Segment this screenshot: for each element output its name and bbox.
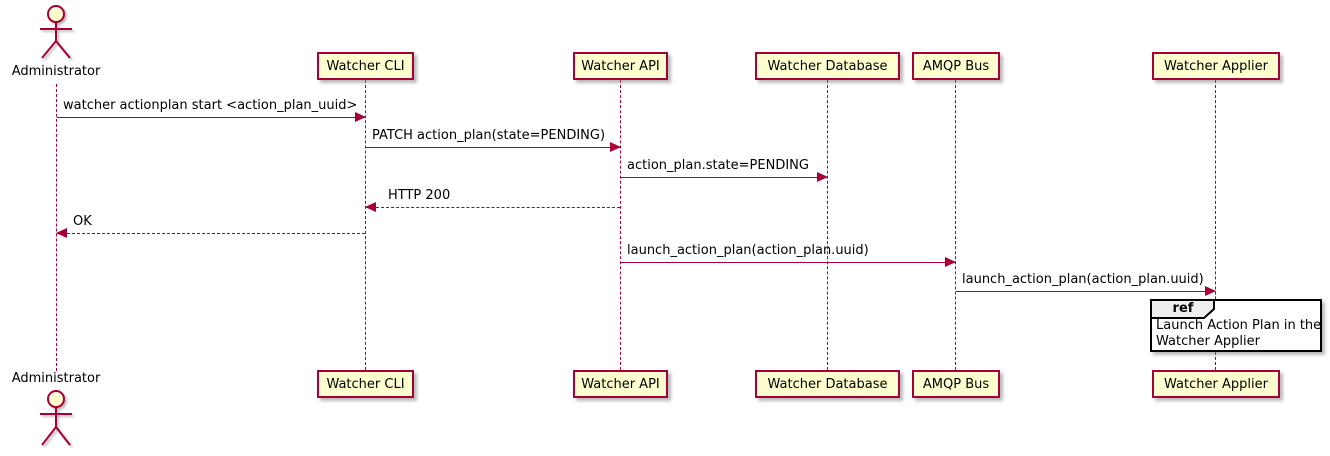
arrowhead-icon [56,228,67,238]
participant-amqp-bus-bottom: AMQP Bus [912,370,1000,398]
lifeline-watcher-database [827,80,828,370]
ref-tab-icon [1150,299,1215,319]
ref-text: Launch Action Plan in the Watcher Applie… [1156,318,1322,350]
participant-label: AMQP Bus [922,58,990,74]
participant-label: Watcher CLI [326,376,405,392]
message-line [621,262,955,263]
arrowhead-icon [355,112,366,122]
message-label: HTTP 200 [388,188,451,203]
participant-label: Watcher Applier [1164,58,1268,74]
participant-watcher-api-bottom: Watcher API [573,370,668,398]
participant-label: Watcher API [581,376,660,392]
participant-label: Watcher CLI [326,58,405,74]
lifeline-administrator [56,84,57,371]
arrowhead-icon [365,202,376,212]
participant-watcher-cli-bottom: Watcher CLI [317,370,414,398]
participant-label: AMQP Bus [922,376,990,392]
actor-label-bottom: Administrator [11,371,101,386]
lifeline-watcher-applier [1215,80,1216,370]
message-line [956,291,1215,292]
participant-watcher-applier-top: Watcher Applier [1152,52,1280,80]
message-line [57,233,365,234]
message-label: watcher actionplan start <action_plan_uu… [63,98,358,113]
message-line [366,147,620,148]
participant-label: Watcher Database [767,58,888,74]
arrowhead-icon [817,172,828,182]
message-label: OK [73,214,92,229]
lifeline-watcher-cli [365,80,366,370]
arrowhead-icon [610,142,621,152]
message-label: launch_action_plan(action_plan.uuid) [962,272,1204,287]
lifeline-amqp-bus [955,80,956,370]
message-line [621,177,827,178]
message-line [57,117,365,118]
message-label: launch_action_plan(action_plan.uuid) [627,243,869,258]
ref-text-line-2: Watcher Applier [1156,334,1260,349]
participant-label: Watcher Applier [1164,376,1268,392]
ref-text-line-1: Launch Action Plan in the [1156,318,1322,333]
ref-keyword: ref [1172,301,1194,316]
message-label: action_plan.state=PENDING [627,158,809,173]
participant-watcher-api-top: Watcher API [573,52,668,80]
participant-watcher-database-bottom: Watcher Database [755,370,900,398]
ref-fragment: ref Launch Action Plan in the Watcher Ap… [1150,299,1322,352]
message-line [366,207,620,208]
actor-label-top: Administrator [11,64,101,79]
participant-label: Watcher Database [767,376,888,392]
actor-icon-bottom [40,390,72,446]
message-label: PATCH action_plan(state=PENDING) [372,128,606,143]
participant-watcher-cli-top: Watcher CLI [317,52,414,80]
participant-amqp-bus-top: AMQP Bus [912,52,1000,80]
lifeline-watcher-api [620,80,621,370]
participant-watcher-applier-bottom: Watcher Applier [1152,370,1280,398]
arrowhead-icon [1205,286,1216,296]
actor-icon [40,5,72,59]
participant-watcher-database-top: Watcher Database [755,52,900,80]
participant-label: Watcher API [581,58,660,74]
arrowhead-icon [945,257,956,267]
